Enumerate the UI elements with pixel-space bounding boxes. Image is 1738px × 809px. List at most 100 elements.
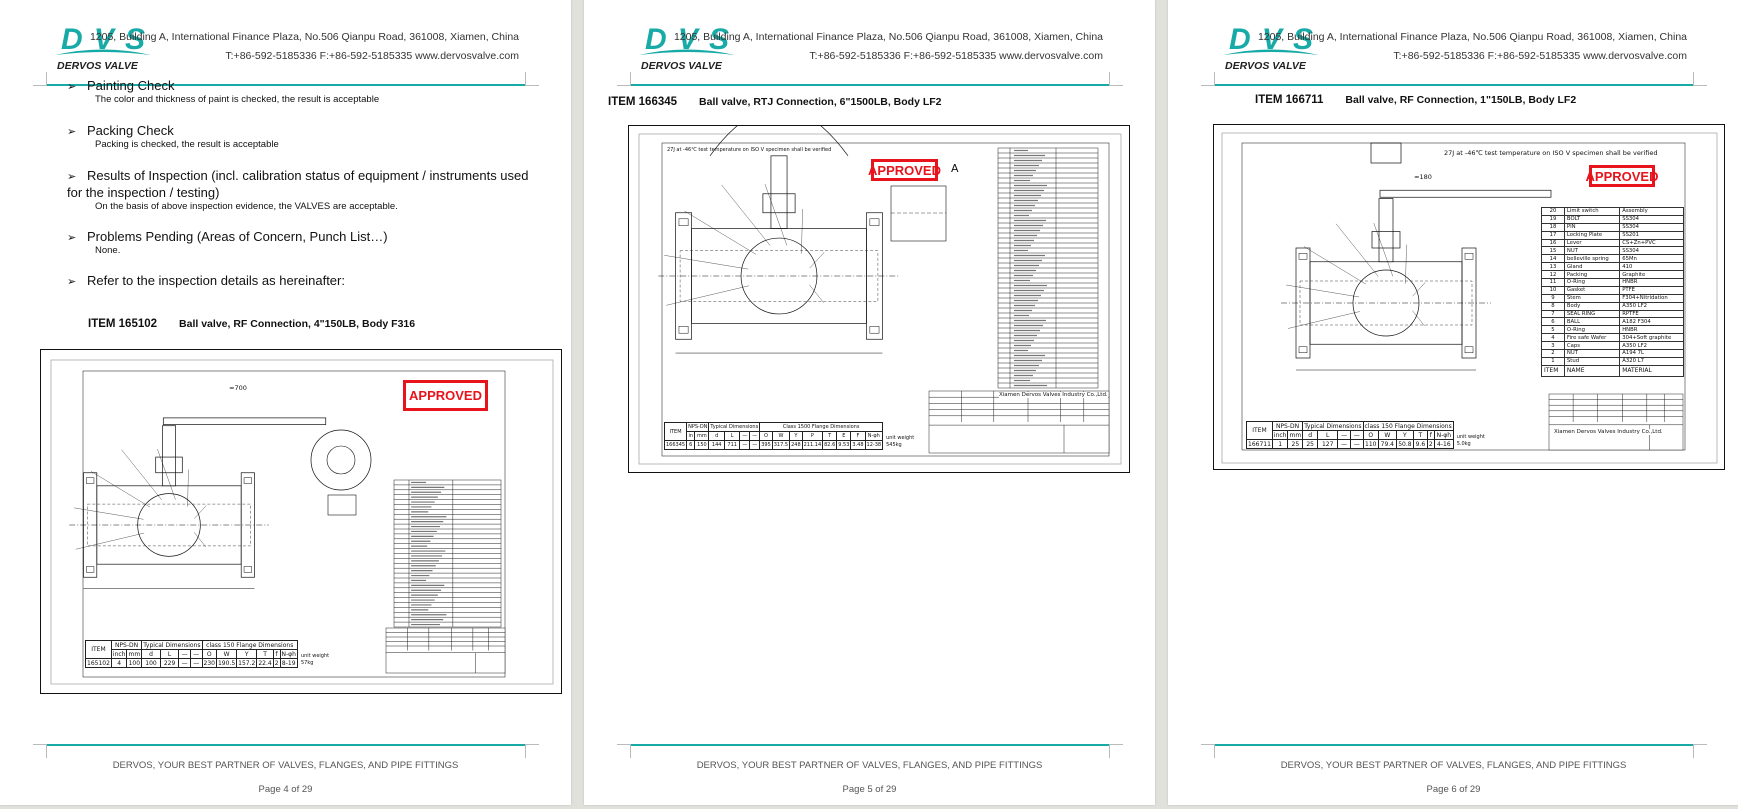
leader-line bbox=[764, 184, 788, 246]
leader-line bbox=[1335, 223, 1379, 277]
part-item-number: 7 bbox=[1541, 309, 1565, 319]
value-cell: 165102 bbox=[85, 658, 112, 668]
item-code: ITEM 165102 bbox=[88, 318, 158, 330]
approved-stamp: APPROVED bbox=[1586, 165, 1658, 187]
part-item-number: 6 bbox=[1541, 317, 1565, 327]
part-item-number: 20 bbox=[1541, 207, 1565, 216]
unit-weight-value: 57kg bbox=[300, 660, 314, 666]
title-block bbox=[928, 390, 1110, 454]
value-cell: 166345 bbox=[663, 440, 688, 450]
value-cell: 25 bbox=[1287, 439, 1304, 449]
item-code: ITEM 166345 bbox=[608, 96, 678, 108]
value-cell: 110 bbox=[1362, 439, 1380, 449]
part-material: SS304 bbox=[1619, 214, 1684, 224]
parts-header-cell: NAME bbox=[1563, 364, 1621, 377]
bolt-hole bbox=[1464, 346, 1474, 353]
part-material: HNBR bbox=[1619, 278, 1684, 287]
section-description: The color and thickness of paint is chec… bbox=[95, 94, 380, 105]
part-name: belleville spring bbox=[1563, 254, 1621, 264]
subheader-cell: mm bbox=[694, 431, 710, 441]
parts-list-grid bbox=[393, 479, 502, 628]
subheader-cell: T bbox=[256, 649, 274, 659]
section-heading: ➢Painting Check bbox=[67, 78, 174, 93]
bolt-hole bbox=[869, 326, 880, 334]
value-cell: — bbox=[178, 658, 191, 668]
leader-line bbox=[684, 210, 757, 255]
unit-weight-value: 545kg bbox=[886, 442, 902, 448]
part-name: Fire safe Wafer bbox=[1563, 333, 1621, 343]
part-name: O-Ring bbox=[1563, 325, 1621, 335]
part-material: A194 7L bbox=[1619, 349, 1684, 358]
drawing-outer-frame bbox=[50, 359, 554, 685]
margin-mark bbox=[1693, 72, 1707, 86]
header-nps-dn: NPS-DN bbox=[686, 422, 710, 432]
header-flange: Class 1500 Flange Dimensions bbox=[759, 422, 884, 432]
part-item-number: 16 bbox=[1541, 238, 1565, 248]
subheader-cell: — bbox=[749, 431, 761, 441]
title-block-frame bbox=[1548, 393, 1684, 451]
part-name: Limit switch bbox=[1563, 207, 1621, 216]
margin-mark bbox=[1201, 744, 1215, 758]
subheader-cell: mm bbox=[1287, 430, 1304, 440]
footer-divider bbox=[631, 744, 1109, 746]
bullet-arrow-icon: ➢ bbox=[67, 276, 77, 288]
subheader-cell: E bbox=[836, 431, 852, 441]
value-cell: 100 bbox=[141, 658, 161, 668]
item-code: ITEM 166711 bbox=[1255, 94, 1324, 106]
bolt-hole bbox=[243, 566, 252, 573]
value-cell: 190.5 bbox=[215, 658, 238, 668]
leader-line bbox=[801, 208, 803, 254]
parts-list-grid bbox=[997, 147, 1099, 389]
part-item-number: 19 bbox=[1541, 214, 1565, 224]
value-cell: 711 bbox=[723, 440, 741, 450]
subheader-cell: N-φh bbox=[864, 431, 884, 441]
margin-mark bbox=[525, 744, 539, 758]
subheader-cell: Y bbox=[236, 649, 258, 659]
drawing-canvas bbox=[1221, 132, 1718, 464]
part-name: Body bbox=[1563, 301, 1621, 311]
margin-mark bbox=[33, 744, 47, 758]
subheader-cell: O bbox=[1362, 430, 1380, 440]
header-flange: class 150 Flange Dimensions bbox=[201, 640, 298, 650]
title-block-frame bbox=[928, 390, 1110, 454]
unit-weight-label: unit weight bbox=[1456, 433, 1485, 440]
drawing-166345: 27J at -46℃ test temperature on ISO V sp… bbox=[628, 125, 1130, 473]
valve-stem bbox=[1378, 198, 1394, 263]
part-item-number: 3 bbox=[1541, 341, 1565, 351]
part-name: Locking Plate bbox=[1563, 230, 1621, 240]
value-cell: 82.6 bbox=[822, 440, 838, 450]
footer-divider bbox=[1215, 744, 1693, 746]
section-label: A bbox=[951, 162, 959, 175]
value-cell: 2 bbox=[272, 658, 281, 668]
part-item-number: 15 bbox=[1541, 246, 1565, 256]
bullet-arrow-icon: ➢ bbox=[67, 81, 77, 93]
drawing-inner-frame bbox=[1241, 142, 1686, 451]
part-item-number: 9 bbox=[1541, 293, 1565, 303]
part-name: NUT bbox=[1563, 349, 1621, 358]
leader-line bbox=[121, 449, 162, 501]
part-material: Assembly bbox=[1619, 207, 1684, 216]
part-material: A182 F304 bbox=[1619, 317, 1684, 327]
gland bbox=[1371, 231, 1401, 249]
subheader-cell: d bbox=[141, 649, 161, 659]
value-cell: — bbox=[1337, 439, 1351, 449]
leader-line bbox=[1405, 244, 1407, 284]
section-title: Results of Inspection (incl. calibration… bbox=[87, 168, 529, 183]
value-cell: 9.6 bbox=[1413, 439, 1428, 449]
page-number: Page 6 of 29 bbox=[1426, 784, 1481, 795]
subheader-cell: — bbox=[178, 649, 191, 659]
